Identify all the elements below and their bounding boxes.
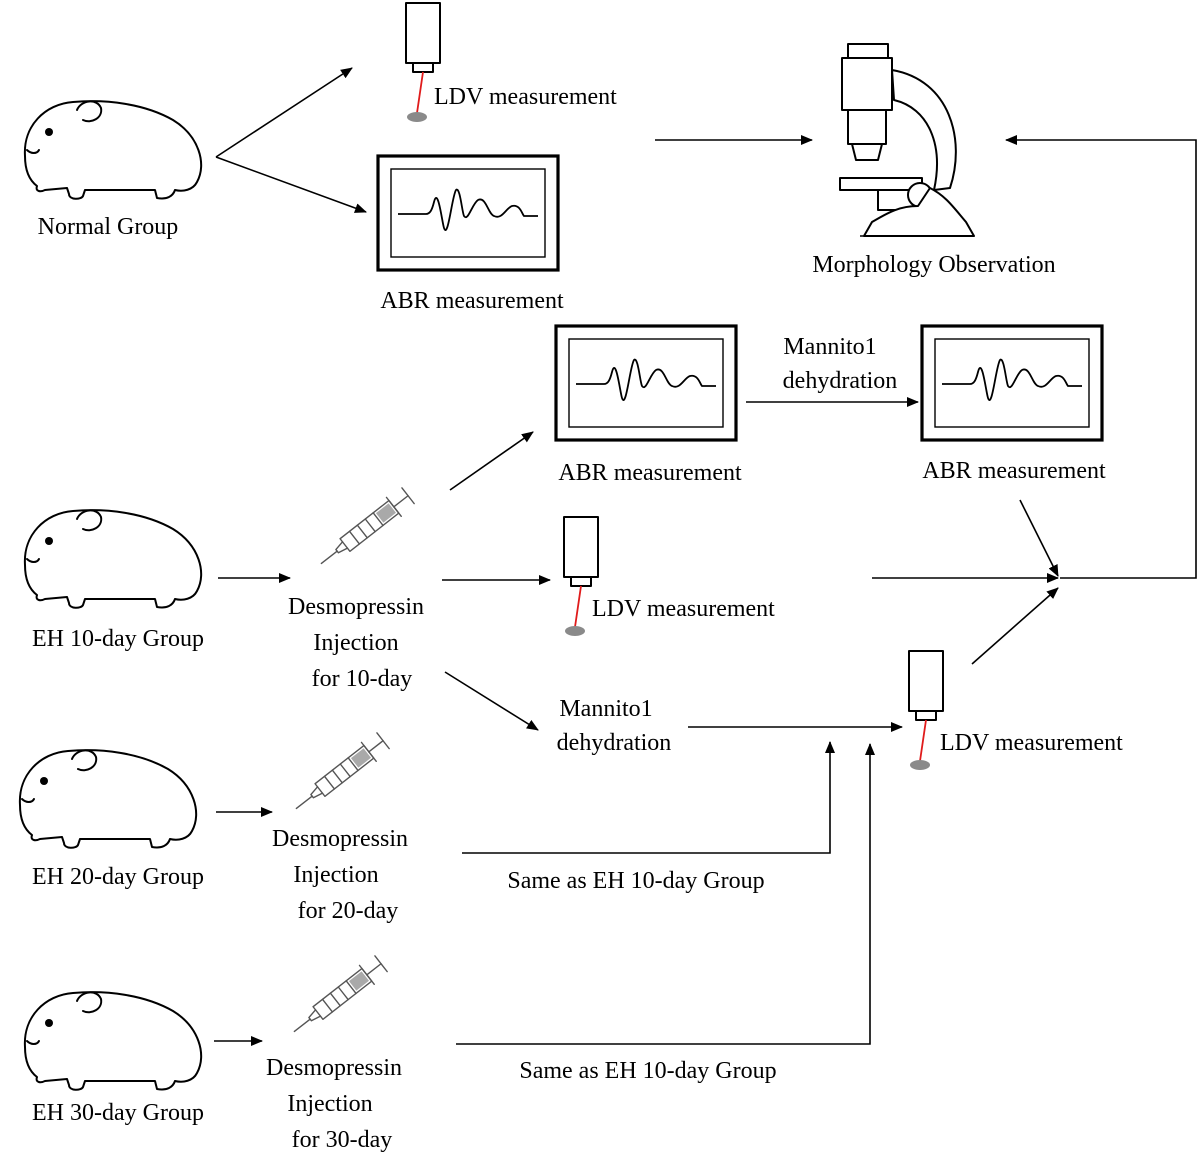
arrow-normal-to-abr [215,156,367,213]
arrow-ldv-after-to-merge [971,587,1059,665]
arrow-eh20-to-ldv [462,741,835,854]
injection-line3-eh20: for 20-day [298,898,399,924]
mannitol-label-top-line2: dehydration [783,368,898,394]
arrow-eh30-to-ldv [456,743,875,1045]
injection-line2-eh20: Injection [293,862,378,888]
arrow-normal-to-ldv [215,67,353,158]
mannitol-label-bottom-line1: Mannito1 [559,696,652,722]
waveform-monitor-icon [920,324,1104,442]
same-as-label-eh30: Same as EH 10-day Group [519,1058,776,1084]
abr-label-eh-after: ABR measurement [922,458,1106,484]
guinea-pig-icon [23,509,203,609]
injection-line3-eh10: for 10-day [312,666,413,692]
guinea-pig-icon [23,991,203,1091]
abr-label-eh-before: ABR measurement [558,460,742,486]
injection-line2-eh30: Injection [287,1091,372,1117]
mannitol-label-top-line1: Mannito1 [783,334,876,360]
group-label-eh10: EH 10-day Group [32,626,204,652]
arrow-abr-after-to-merge [1019,499,1059,577]
arrow-injection-to-mannitol [444,671,539,731]
syringe-icon [286,953,390,1042]
waveform-monitor-icon [554,324,738,442]
guinea-pig-icon [18,749,198,849]
syringe-icon [288,730,392,819]
mannitol-label-bottom-line2: dehydration [557,730,672,756]
waveform-monitor-icon [376,154,560,272]
arrow-merge-to-morphology [1005,135,1197,579]
injection-line1-eh30: Desmopressin [266,1055,402,1081]
morphology-label: Morphology Observation [812,252,1055,278]
group-label-eh30: EH 30-day Group [32,1100,204,1126]
abr-label-normal: ABR measurement [380,288,564,314]
group-label-normal: Normal Group [38,214,179,240]
injection-line1-eh10: Desmopressin [288,594,424,620]
microscope-icon [839,43,975,237]
ldv-label-eh-before: LDV measurement [592,596,775,622]
injection-line1-eh20: Desmopressin [272,826,408,852]
guinea-pig-icon [23,100,203,200]
syringe-icon [313,485,417,574]
arrow-injection-to-abr [449,431,534,491]
ldv-label-eh-after: LDV measurement [940,730,1123,756]
same-as-label-eh20: Same as EH 10-day Group [507,868,764,894]
laser-doppler-icon [908,650,944,771]
group-label-eh20: EH 20-day Group [32,864,204,890]
ldv-label-normal: LDV measurement [434,84,617,110]
injection-line2-eh10: Injection [313,630,398,656]
injection-line3-eh30: for 30-day [292,1127,393,1153]
